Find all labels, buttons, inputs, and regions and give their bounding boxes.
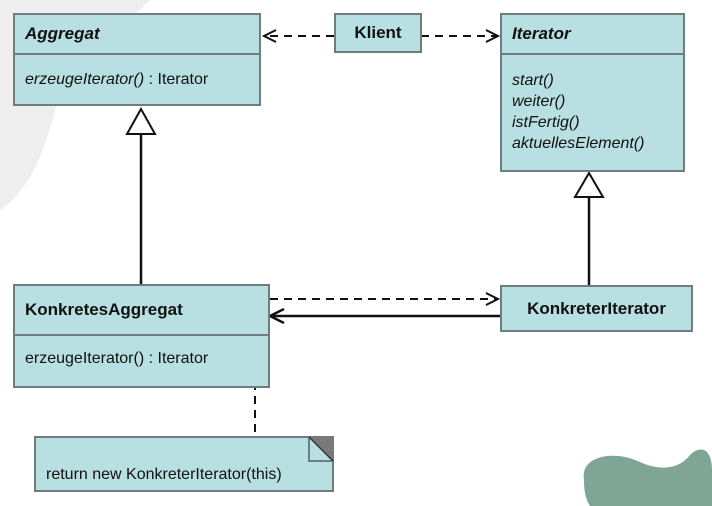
class-aggregat[interactable]: Aggregat erzeugeIterator() : Iterator [13, 13, 261, 106]
note[interactable]: return new KonkreterIterator(this) [34, 436, 334, 492]
class-name-text: Aggregat [25, 24, 100, 43]
operation: start() [512, 72, 554, 89]
hollow-triangle-arrowhead [573, 171, 605, 198]
class-name: KonkretesAggregat [15, 286, 268, 334]
class-name-text: KonkreterIterator [527, 298, 666, 318]
operation: aktuellesElement() [512, 135, 645, 152]
operation-return-type: : Iterator [144, 71, 209, 88]
class-name: Iterator [502, 15, 683, 53]
class-konkreter-iterator[interactable]: KonkreterIterator [500, 285, 693, 332]
class-name-text: Iterator [512, 24, 571, 43]
class-name: KonkreterIterator [502, 287, 691, 330]
note-text: return new KonkreterIterator(this) [46, 466, 282, 483]
open-arrowhead [267, 307, 285, 325]
operation: erzeugeIterator() [25, 71, 145, 88]
note-fold-icon [308, 436, 334, 462]
operations-compartment: erzeugeIterator() : Iterator [15, 334, 268, 386]
open-arrowhead [261, 29, 277, 43]
class-name-text: KonkretesAggregat [25, 300, 183, 319]
class-konkretes-aggregat[interactable]: KonkretesAggregat erzeugeIterator() : It… [13, 284, 270, 388]
operations-compartment: erzeugeIterator() : Iterator [15, 53, 259, 104]
open-arrowhead [485, 292, 501, 306]
class-name-text: Klient [354, 23, 402, 42]
class-klient[interactable]: Klient [334, 13, 422, 53]
class-name: Klient [336, 15, 420, 51]
class-name: Aggregat [15, 15, 259, 53]
green-blob-decoration [583, 449, 712, 506]
operation: erzeugeIterator() : Iterator [25, 350, 209, 367]
class-iterator[interactable]: Iterator start() weiter() istFertig() ak… [500, 13, 685, 172]
open-arrowhead [485, 29, 501, 43]
operations-compartment: start() weiter() istFertig() aktuellesEl… [502, 53, 683, 170]
operation: istFertig() [512, 114, 580, 131]
hollow-triangle-arrowhead [125, 106, 157, 135]
operation: weiter() [512, 93, 566, 110]
